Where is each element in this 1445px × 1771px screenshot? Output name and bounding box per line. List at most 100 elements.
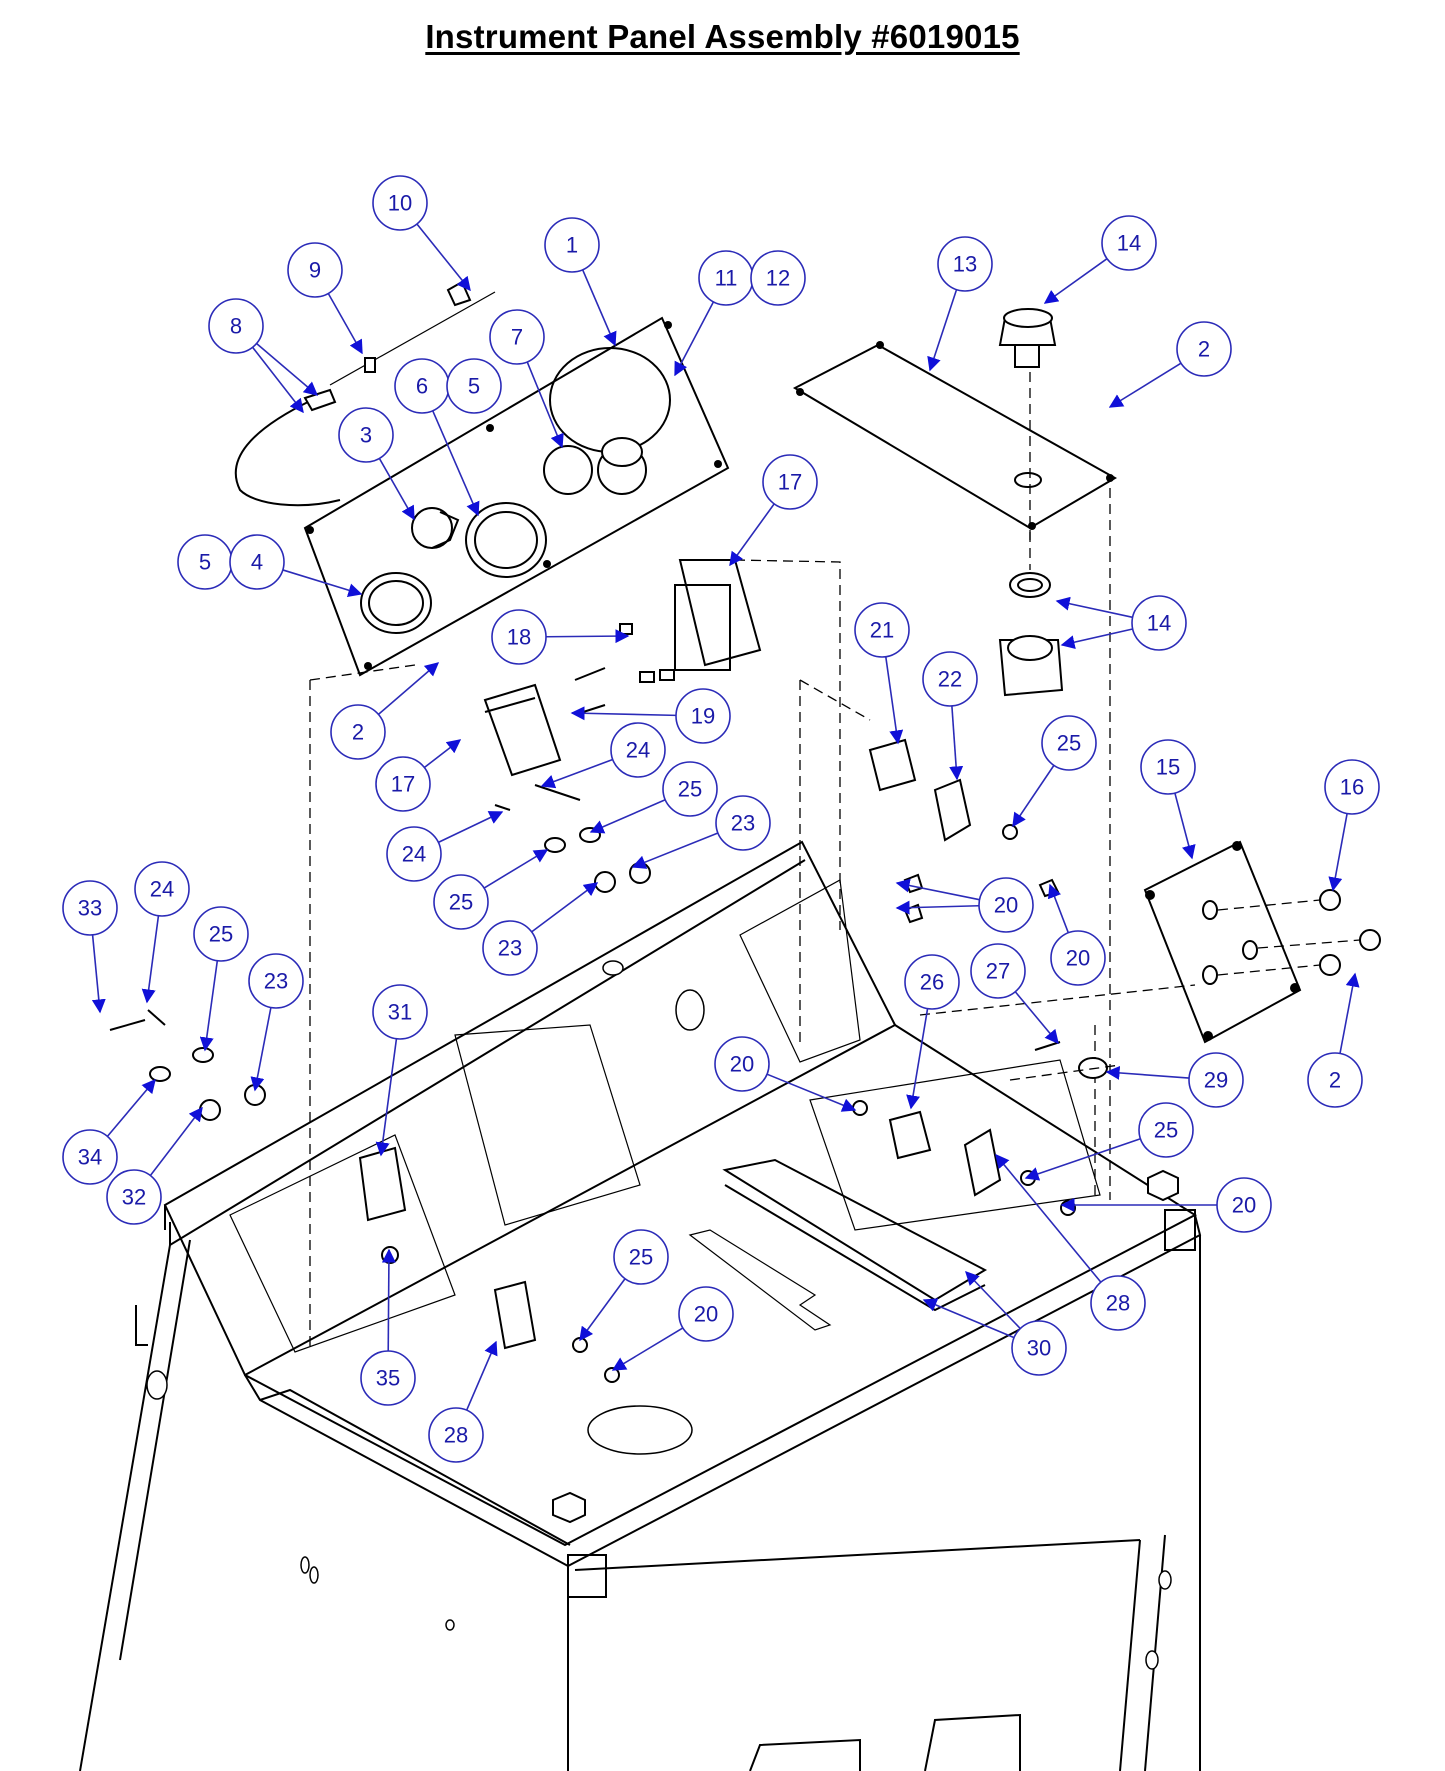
- leader-line: [570, 706, 677, 721]
- callout-2: 2: [330, 662, 440, 760]
- callout-circle: [854, 602, 910, 658]
- leader-line: [927, 289, 958, 372]
- leader-line: [674, 301, 715, 377]
- leader-line: [581, 269, 617, 347]
- side-plate: [1143, 840, 1302, 1044]
- callout-circle: [1307, 1052, 1363, 1108]
- leader-line: [995, 1153, 1102, 1283]
- callout-label: 6: [416, 374, 428, 399]
- callout-6: 6: [394, 358, 480, 517]
- leader-line: [282, 569, 363, 597]
- leader-line: [375, 1038, 398, 1157]
- leader-line: [895, 900, 980, 915]
- callout-circle: [193, 906, 249, 962]
- callout-30: 30: [922, 1270, 1067, 1376]
- callout-18: 18: [491, 609, 630, 665]
- callout-label: 31: [388, 1000, 412, 1025]
- leader-line: [438, 811, 504, 844]
- callout-circle: [1324, 759, 1380, 815]
- leader-line: [611, 1327, 684, 1371]
- callout-circle: [904, 954, 960, 1010]
- callout-circle: [372, 175, 428, 231]
- callout-label: 4: [251, 550, 263, 575]
- callout-circle: [1101, 215, 1157, 271]
- leader-line: [106, 1078, 156, 1137]
- callout-circle: [372, 984, 428, 1040]
- leader-line: [91, 934, 106, 1014]
- callout-circle: [446, 358, 502, 414]
- callout-2: 2: [1307, 972, 1363, 1108]
- callout-23: 23: [482, 882, 599, 976]
- callout-20: 20: [611, 1286, 734, 1371]
- callout-29: 29: [1105, 1052, 1244, 1108]
- leader-line: [256, 342, 319, 396]
- leader-line: [545, 629, 630, 644]
- callout-11: 11: [674, 250, 754, 377]
- callout-label: 20: [694, 1302, 718, 1327]
- callout-label: 23: [498, 936, 522, 961]
- leader-line: [432, 410, 480, 517]
- callout-circle: [433, 874, 489, 930]
- callout-26: 26: [904, 954, 960, 1110]
- leader-line: [922, 1298, 1015, 1339]
- callout-circle: [750, 250, 806, 306]
- callout-circle: [375, 756, 431, 812]
- leader-line: [199, 960, 219, 1052]
- callout-label: 13: [953, 252, 977, 277]
- callout-33: 33: [62, 880, 118, 1014]
- callout-label: 2: [352, 720, 364, 745]
- callout-3: 3: [338, 407, 415, 521]
- callout-17: 17: [375, 739, 462, 812]
- callout-circle: [1131, 595, 1187, 651]
- callout-label: 14: [1147, 611, 1171, 636]
- callout-label: 2: [1198, 337, 1210, 362]
- callout-label: 24: [150, 877, 174, 902]
- callout-20: 20: [1047, 883, 1106, 986]
- callout-label: 5: [468, 374, 480, 399]
- callout-circle: [1140, 739, 1196, 795]
- leader-line: [416, 223, 471, 292]
- diagram-title: Instrument Panel Assembly #6019015: [425, 18, 1020, 55]
- callout-label: 22: [938, 667, 962, 692]
- callout-21: 21: [854, 602, 910, 745]
- cover-plate: [792, 341, 1118, 530]
- leader-line: [631, 832, 719, 869]
- callout-circle: [1216, 1177, 1272, 1233]
- leader-line: [895, 878, 980, 901]
- callout-circle: [675, 688, 731, 744]
- callout-25: 25: [193, 906, 249, 1052]
- callout-label: 29: [1204, 1068, 1228, 1093]
- callout-25: 25: [433, 849, 549, 930]
- leader-line: [378, 458, 415, 521]
- callout-label: 25: [449, 890, 473, 915]
- callout-20: 20: [1060, 1177, 1272, 1233]
- callout-circle: [134, 861, 190, 917]
- leader-line: [381, 1248, 396, 1352]
- callout-31: 31: [372, 984, 428, 1157]
- callout-circle: [678, 1286, 734, 1342]
- callout-13: 13: [927, 236, 993, 372]
- callout-24: 24: [540, 722, 666, 789]
- callout-circle: [922, 651, 978, 707]
- leader-line: [1024, 1137, 1141, 1181]
- leader-line: [1339, 972, 1360, 1054]
- callout-label: 35: [376, 1366, 400, 1391]
- callout-label: 20: [994, 893, 1018, 918]
- leader-line: [251, 346, 304, 414]
- callout-circle: [338, 407, 394, 463]
- leader-line: [327, 293, 363, 355]
- callout-24: 24: [134, 861, 190, 1004]
- leader-line: [906, 1008, 929, 1110]
- callout-label: 34: [78, 1145, 102, 1170]
- callout-32: 32: [106, 1106, 203, 1225]
- callout-label: 23: [264, 969, 288, 994]
- callout-circle: [714, 1036, 770, 1092]
- callout-label: 15: [1156, 755, 1180, 780]
- callout-label: 16: [1340, 775, 1364, 800]
- callout-5: 5: [446, 358, 502, 414]
- callout-circle: [489, 309, 545, 365]
- callout-27: 27: [970, 943, 1059, 1045]
- leader-line: [579, 1278, 626, 1342]
- callout-circle: [1188, 1052, 1244, 1108]
